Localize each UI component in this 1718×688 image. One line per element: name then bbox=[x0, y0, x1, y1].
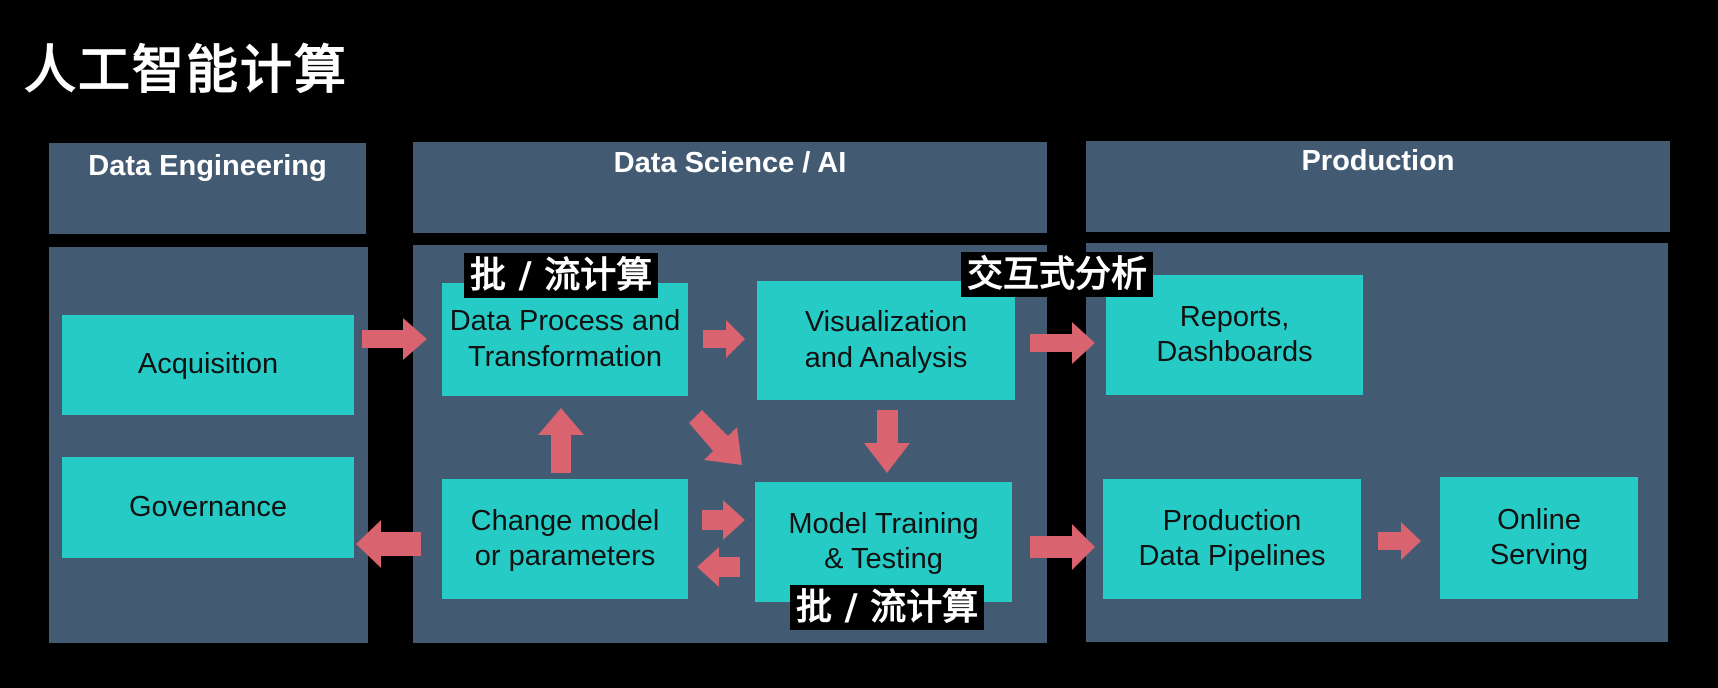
arrow-process-to-visualization bbox=[703, 320, 745, 358]
model-training-box[interactable]: Model Training & Testing bbox=[755, 482, 1012, 602]
arrow-change-to-training bbox=[702, 500, 745, 540]
data-engineering-header-panel bbox=[49, 143, 366, 234]
arrow-change-to-process bbox=[538, 408, 584, 473]
production-header: Production bbox=[1301, 145, 1455, 177]
page-title: 人工智能计算 bbox=[24, 41, 349, 101]
visualization-box[interactable]: Visualization and Analysis bbox=[757, 281, 1015, 400]
batch-stream-tag-top: 批 / 流计算 bbox=[464, 253, 659, 299]
arrow-training-to-pipelines bbox=[1030, 524, 1095, 570]
arrow-acquisition-to-process bbox=[362, 318, 427, 360]
data-engineering-panel bbox=[49, 247, 368, 643]
arrow-visualization-to-training bbox=[864, 410, 910, 473]
data-science-header-panel bbox=[413, 142, 1047, 233]
arrow-change-to-governance bbox=[356, 520, 421, 568]
arrow-pipelines-to-serving bbox=[1378, 522, 1421, 560]
online-serving-box[interactable]: Online Serving bbox=[1440, 477, 1638, 599]
governance-box[interactable]: Governance bbox=[62, 457, 354, 558]
arrow-process-to-training-diag bbox=[689, 410, 742, 465]
acquisition-box[interactable]: Acquisition bbox=[62, 315, 354, 415]
batch-stream-tag-bottom: 批 / 流计算 bbox=[790, 585, 985, 631]
change-model-box[interactable]: Change model or parameters bbox=[442, 479, 688, 599]
data-science-header: Data Science / AI bbox=[613, 147, 847, 179]
data-engineering-header: Data Engineering bbox=[88, 150, 327, 182]
production-pipelines-box[interactable]: Production Data Pipelines bbox=[1103, 479, 1361, 599]
arrow-training-to-change bbox=[697, 547, 740, 587]
data-process-box[interactable]: Data Process and Transformation bbox=[442, 283, 688, 396]
production-header-panel bbox=[1086, 141, 1670, 232]
arrow-visualization-to-reports bbox=[1030, 322, 1095, 364]
interactive-analysis-tag: 交互式分析 bbox=[961, 252, 1154, 298]
